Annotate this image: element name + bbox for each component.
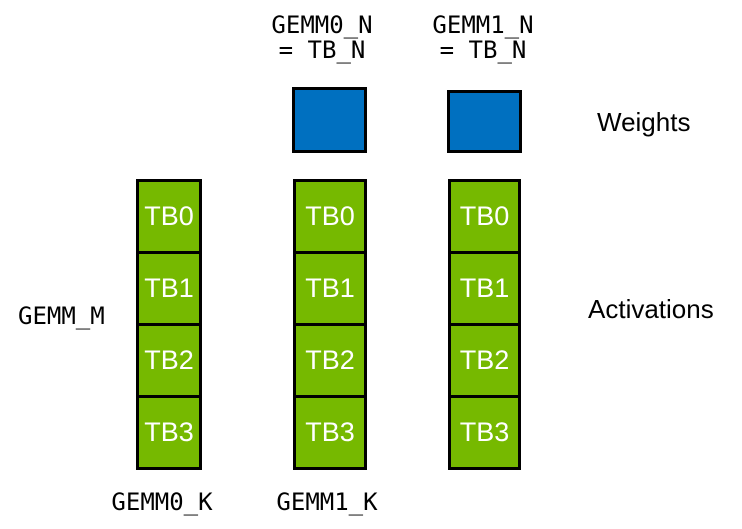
tb-block: TB1	[448, 251, 521, 326]
tb-block: TB1	[293, 251, 367, 326]
tb-block: TB3	[448, 395, 521, 470]
tb-block: TB2	[136, 323, 202, 398]
tb-block-label: TB3	[144, 417, 194, 447]
tb-block-label: TB1	[144, 273, 194, 303]
tb-block: TB0	[136, 179, 202, 254]
tb-block-label: TB0	[459, 201, 510, 231]
weights-block-gemm0	[292, 87, 367, 153]
weights-label: Weights	[597, 107, 691, 137]
tb-block-label: TB1	[305, 273, 355, 303]
tb-block: TB2	[293, 323, 367, 398]
tb-block-label: TB2	[459, 345, 510, 375]
label-gemm0-n: GEMM0_N = TB_N	[271, 13, 372, 63]
label-gemm0-n-line2: = TB_N	[278, 36, 366, 64]
activation-column-0: TB0 TB1 TB2 TB3	[136, 179, 202, 470]
tb-block-label: TB2	[305, 345, 355, 375]
tb-block: TB0	[448, 179, 521, 254]
label-gemm1-n-line1: GEMM1_N	[432, 11, 534, 39]
tb-block: TB2	[448, 323, 521, 398]
tb-block: TB1	[136, 251, 202, 326]
label-gemm0-k: GEMM0_K	[111, 488, 213, 516]
tb-block-label: TB0	[144, 201, 194, 231]
label-gemm-m: GEMM_M	[18, 302, 105, 330]
tb-block-label: TB3	[305, 417, 355, 447]
tb-block-label: TB1	[459, 273, 510, 303]
activation-column-2: TB0 TB1 TB2 TB3	[448, 179, 521, 470]
tb-block: TB0	[293, 179, 367, 254]
label-gemm1-k: GEMM1_K	[276, 488, 378, 516]
label-gemm1-n: GEMM1_N = TB_N	[432, 13, 533, 63]
tb-block: TB3	[293, 395, 367, 470]
weights-block-gemm1	[447, 90, 522, 153]
tb-block-label: TB3	[459, 417, 510, 447]
label-gemm1-n-line2: = TB_N	[439, 36, 527, 64]
activations-label: Activations	[588, 294, 714, 324]
tb-block-label: TB2	[144, 345, 194, 375]
label-gemm0-n-line1: GEMM0_N	[271, 11, 373, 39]
tb-block: TB3	[136, 395, 202, 470]
activation-column-1: TB0 TB1 TB2 TB3	[293, 179, 367, 470]
tb-block-label: TB0	[305, 201, 355, 231]
